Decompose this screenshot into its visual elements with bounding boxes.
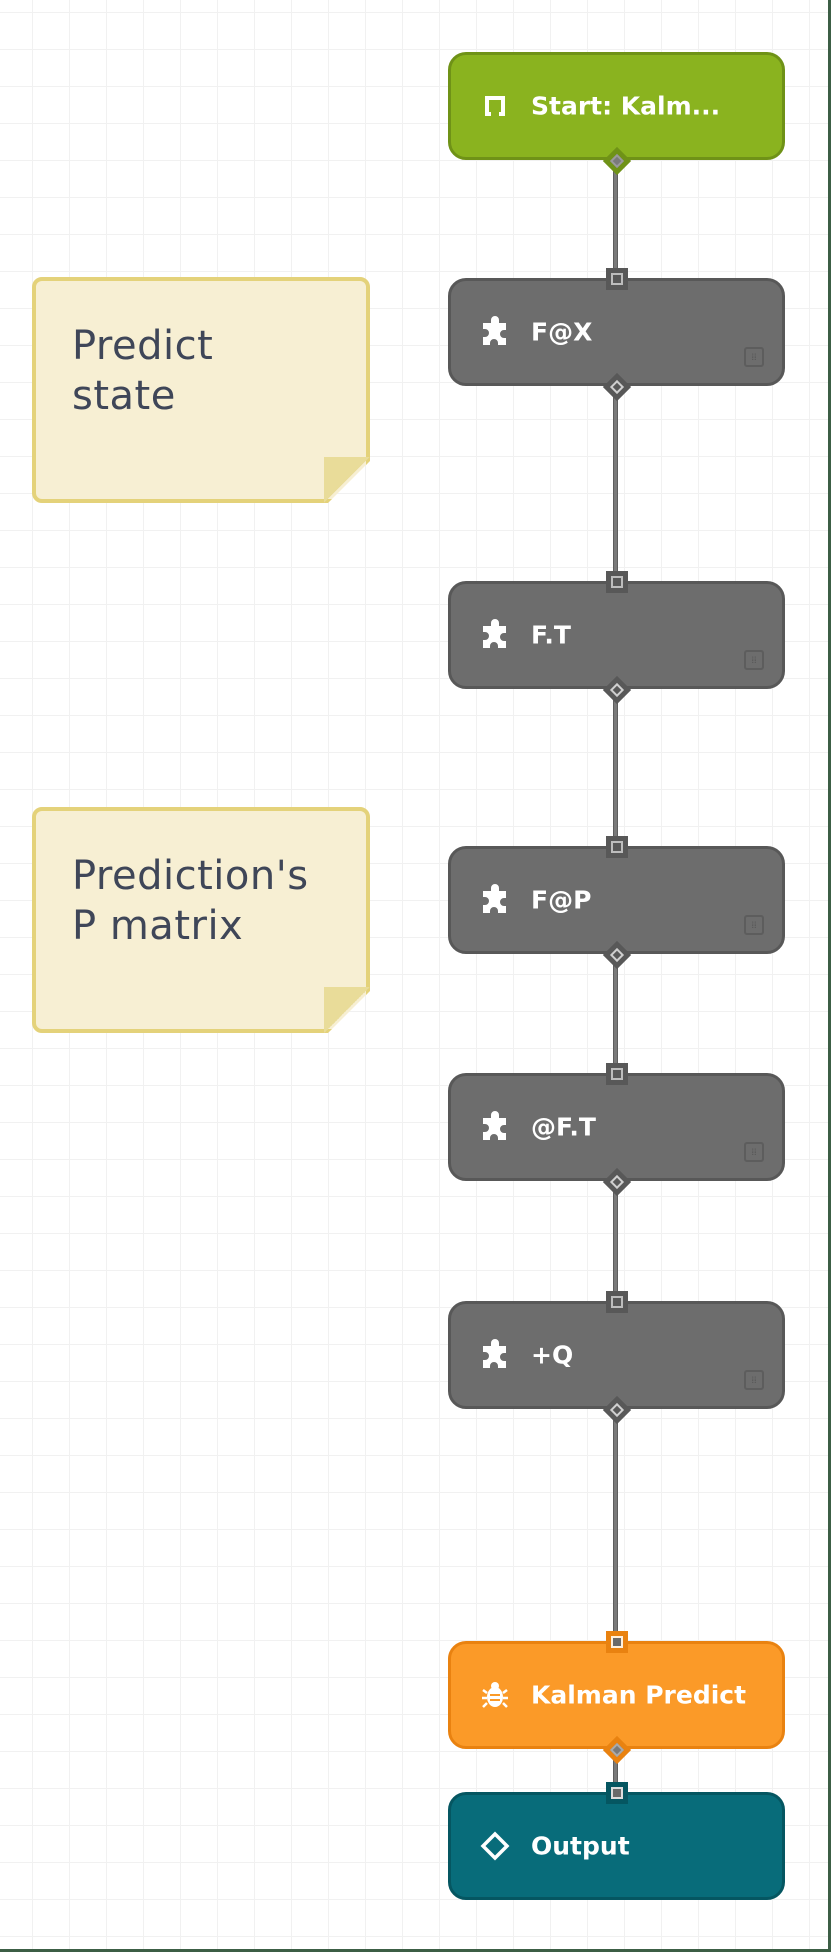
- input-port[interactable]: [605, 268, 628, 290]
- bug-icon: [479, 1679, 511, 1711]
- note-line-2: state: [72, 373, 176, 419]
- input-port[interactable]: [605, 1631, 628, 1653]
- canvas-frame-right: [828, 0, 831, 1952]
- input-port[interactable]: [605, 836, 628, 858]
- output-port[interactable]: [602, 1735, 631, 1765]
- puzzle-icon: [479, 619, 511, 651]
- edge-ft-fp[interactable]: [613, 690, 618, 848]
- node-label: F@X: [531, 317, 593, 347]
- edge-aft-q[interactable]: [613, 1182, 618, 1303]
- node-label: Output: [531, 1831, 630, 1861]
- sticky-note-prediction-p-matrix[interactable]: Prediction's P matrix: [32, 807, 370, 1033]
- node-function-q[interactable]: +Q ⁞⁞: [448, 1291, 785, 1425]
- note-text: Prediction's P matrix: [72, 851, 309, 951]
- node-function-fp[interactable]: F@P ⁞⁞: [448, 836, 785, 970]
- edge-kalman-output[interactable]: [613, 1749, 618, 1794]
- puzzle-icon: [479, 1339, 511, 1371]
- node-function-aft[interactable]: @F.T ⁞⁞: [448, 1063, 785, 1197]
- node-debug-kalman-predict[interactable]: Kalman Predict: [448, 1631, 785, 1765]
- node-options-icon[interactable]: ⁞⁞: [744, 1370, 764, 1390]
- edge-fx-ft[interactable]: [613, 387, 618, 583]
- node-label: Kalman Predict: [531, 1680, 747, 1710]
- output-port[interactable]: [602, 675, 631, 705]
- sticky-note-predict-state[interactable]: Predict state: [32, 277, 370, 503]
- node-start[interactable]: Start: Kalm...: [448, 52, 785, 176]
- node-label: @F.T: [531, 1112, 596, 1142]
- puzzle-icon: [479, 1111, 511, 1143]
- node-function-fx[interactable]: F@X ⁞⁞: [448, 268, 785, 402]
- node-options-icon[interactable]: ⁞⁞: [744, 1142, 764, 1162]
- node-label: +Q: [531, 1340, 574, 1370]
- node-label: Start: Kalm...: [531, 91, 721, 121]
- page-fold-icon: [324, 987, 370, 1033]
- note-text: Predict state: [72, 321, 213, 421]
- input-port[interactable]: [605, 1291, 628, 1313]
- node-options-icon[interactable]: ⁞⁞: [744, 915, 764, 935]
- node-label: F@P: [531, 885, 592, 915]
- edge-start-fx[interactable]: [613, 160, 618, 280]
- note-line-1: Predict: [72, 323, 214, 369]
- node-options-icon[interactable]: ⁞⁞: [744, 347, 764, 367]
- page-fold-icon: [324, 457, 370, 503]
- node-output[interactable]: Output: [448, 1782, 785, 1900]
- output-port[interactable]: [602, 146, 631, 176]
- note-line-2: P matrix: [72, 903, 244, 949]
- node-function-ft[interactable]: F.T ⁞⁞: [448, 571, 785, 705]
- output-port[interactable]: [602, 1167, 631, 1197]
- node-label: F.T: [531, 620, 571, 650]
- puzzle-icon: [479, 884, 511, 916]
- input-port[interactable]: [605, 571, 628, 593]
- edge-fp-aft[interactable]: [613, 955, 618, 1075]
- note-line-1: Prediction's: [72, 853, 309, 899]
- output-port[interactable]: [602, 940, 631, 970]
- puzzle-icon: [479, 316, 511, 348]
- input-port[interactable]: [605, 1063, 628, 1085]
- edge-q-kalman[interactable]: [613, 1410, 618, 1643]
- output-port[interactable]: [602, 1395, 631, 1425]
- canvas-frame-bottom: [0, 1949, 831, 1952]
- input-port[interactable]: [605, 1782, 628, 1804]
- start-bracket-icon: [479, 90, 511, 122]
- node-options-icon[interactable]: ⁞⁞: [744, 650, 764, 670]
- output-port[interactable]: [602, 372, 631, 402]
- diamond-icon: [479, 1830, 511, 1862]
